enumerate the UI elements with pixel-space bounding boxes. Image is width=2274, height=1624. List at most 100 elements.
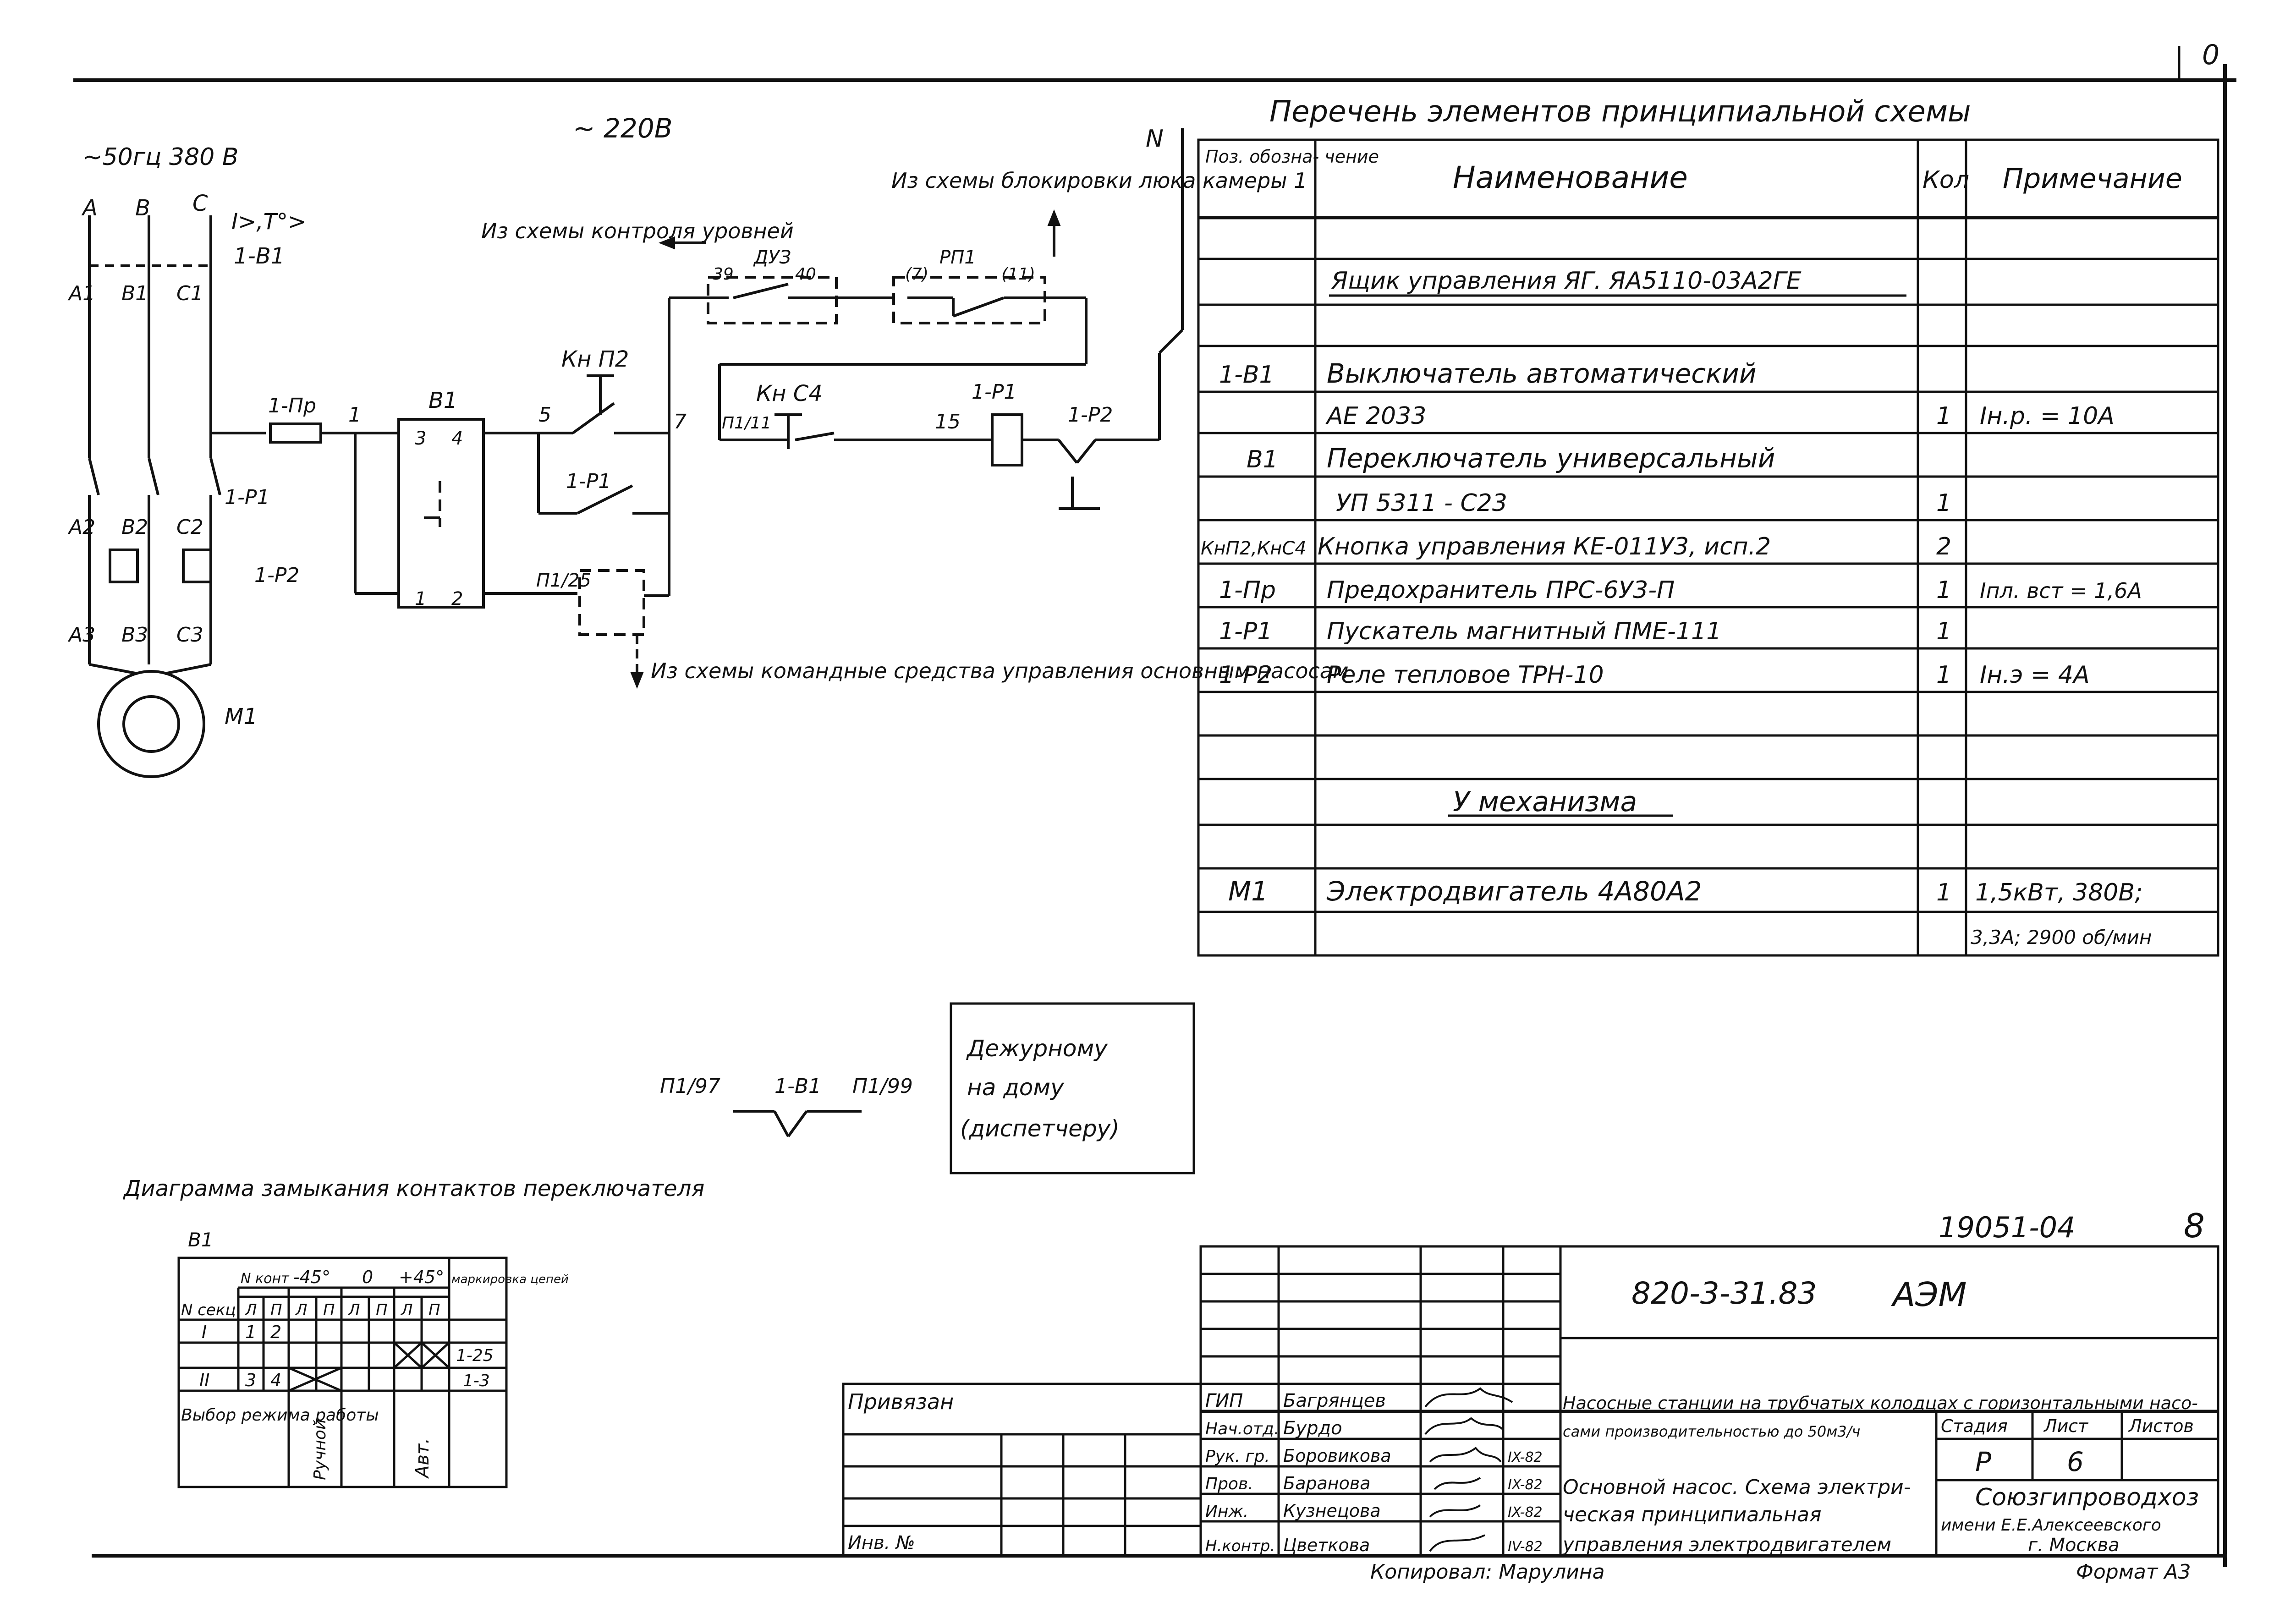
elements-row-7-pos: 1-Р1 (1219, 618, 1272, 645)
elements-header-note: Примечание (2003, 163, 2182, 195)
button-start-label: Кн С4 (756, 381, 823, 406)
title-date-4: IX-82 (1508, 1477, 1543, 1493)
switch-mode-manual: Ручной (311, 1419, 330, 1480)
elements-header-qty: Кол (1922, 166, 1969, 194)
switch-lp-4: П (323, 1301, 335, 1319)
title-org-3: г. Москва (2028, 1535, 2120, 1556)
switch-diagram-grid (177, 1256, 508, 1488)
control-circuit (354, 128, 1184, 689)
title-org-1: Союзгипроводхоз (1975, 1484, 2199, 1511)
disp-box-line1: Дежурному (966, 1035, 1108, 1062)
switch-hdr-sec: N секц (181, 1301, 236, 1319)
format-label: Формат А3 (2076, 1560, 2191, 1584)
rp1-label: РП1 (939, 247, 976, 268)
phase-c: С (192, 191, 208, 216)
switch-lp-7: Л (400, 1301, 413, 1319)
title-sheet: 6 (2067, 1446, 2084, 1477)
elements-row-8-note: Iн.э = 4А (1980, 661, 2090, 689)
title-role-6: Н.контр. (1205, 1537, 1275, 1555)
breaker-pole-a: А1 (67, 282, 95, 305)
elements-row-2-qty: 1 (1936, 402, 1951, 430)
elements-header-name: Наименование (1453, 160, 1688, 195)
elements-group-box: Ящик управления ЯГ. ЯА5110-03А2ГЕ (1331, 267, 1802, 295)
coil-label: 1-Р1 (972, 380, 1016, 404)
switch-angle-neg: -45° (293, 1267, 330, 1287)
elements-row-6-name: Предохранитель ПРС-6У3-П (1327, 576, 1675, 604)
elements-row-6-pos: 1-Пр (1219, 576, 1276, 604)
elements-list-title: Перечень элементов принципиальной схемы (1269, 95, 1971, 129)
switch-hdr-cont: N конт (241, 1271, 290, 1287)
title-stage-hdr: Стадия (1941, 1416, 2008, 1436)
switch-lp-8: П (428, 1301, 440, 1319)
title-sheet-title-1: Основной насос. Схема электри- (1563, 1476, 1911, 1499)
switch-lp-6: П (376, 1301, 388, 1319)
thermal-relay-label: 1-Р2 (254, 564, 299, 587)
switch-angle-zero: 0 (362, 1267, 373, 1287)
from-hatch-label: Из схемы блокировки люка камеры 1 (891, 168, 1307, 193)
duz-pin-40: 40 (795, 265, 816, 284)
node-1-label: 1 (348, 403, 361, 427)
elements-row-3-name: Переключатель универсальный (1327, 443, 1775, 474)
switch-row-1-c1: 1 (245, 1322, 256, 1342)
motor-pole-c: С3 (176, 623, 203, 647)
title-date-3: IX-82 (1508, 1449, 1543, 1465)
switch-row-2-mark: 1-3 (463, 1372, 490, 1390)
power-circuit (88, 215, 355, 778)
title-sheets-hdr: Листов (2128, 1416, 2194, 1436)
node-15-label: 15 (935, 410, 961, 433)
relay-pole-a: А2 (67, 516, 95, 539)
title-project-2: сами производительностью до 50м3/ч (1563, 1423, 1860, 1440)
duz-pin-39: 39 (713, 265, 734, 284)
elements-row-6-note: Iпл. вст = 1,6А (1980, 578, 2142, 603)
phase-a: А (81, 195, 98, 221)
duz-label: ДУЗ (753, 247, 791, 268)
elements-row-7-qty: 1 (1936, 618, 1951, 645)
switch-lp-3: Л (295, 1301, 308, 1319)
elements-row-3-pos: В1 (1247, 446, 1278, 473)
elements-group-mechanism: У механизма (1453, 786, 1637, 818)
disp-left-label: П1/97 (660, 1075, 720, 1098)
title-name-5: Кузнецова (1283, 1501, 1381, 1521)
elements-row-5-name: Кнопка управления КЕ-011У3, исп.2 (1318, 533, 1771, 560)
node-7-label: 7 (674, 410, 687, 433)
title-stage: Р (1975, 1446, 1991, 1477)
title-date-6: IV-82 (1508, 1539, 1543, 1555)
title-sheet-no: 8 (2184, 1207, 2205, 1245)
power-mid-label: ~ 220В (573, 113, 673, 144)
contact-thermal-label: 1-Р2 (1068, 403, 1113, 427)
title-role-4: Пров. (1205, 1475, 1253, 1493)
switch-row-1-mark: 1-25 (456, 1346, 494, 1365)
title-inv: Инв. № (848, 1532, 915, 1553)
title-org-2: имени Е.Е.Алексеевского (1941, 1516, 2161, 1535)
elements-row-5-qty: 2 (1936, 533, 1951, 560)
elements-row-8-qty: 1 (1936, 661, 1951, 689)
switch-mode-label: Выбор режима работы (181, 1406, 379, 1425)
disp-right-label: П1/99 (852, 1075, 913, 1098)
title-sheet-title-2: ческая принципиальная (1563, 1503, 1821, 1526)
title-name-1: Багрянцев (1283, 1390, 1386, 1411)
switch-row-1-c2: 2 (270, 1322, 281, 1342)
switch-pin-3: 3 (415, 428, 426, 449)
relay-pole-b: В2 (121, 516, 148, 539)
dispatcher-contact (733, 1002, 1195, 1174)
breaker-id-label: 1-В1 (234, 243, 285, 269)
title-date-5: IX-82 (1508, 1504, 1543, 1520)
power-left-label: ~50гц 380 В (82, 143, 238, 171)
relay-pole-c: С2 (176, 516, 203, 539)
title-name-2: Бурдо (1283, 1418, 1342, 1439)
rp1-pin-11: (11) (1001, 265, 1035, 284)
elements-row-4-qty: 1 (1936, 489, 1951, 517)
elements-row-8-name: Реле тепловое ТРН-10 (1327, 661, 1604, 689)
elements-row-2-name: АЕ 2033 (1325, 402, 1426, 430)
switch-row-2-sec: II (199, 1370, 209, 1390)
motor-label: М1 (225, 704, 258, 730)
elements-row-1-name: Выключатель автоматический (1327, 358, 1757, 389)
corner-mark: 0 (2202, 39, 2219, 71)
title-sheet-hdr: Лист (2043, 1416, 2089, 1436)
switch-row-2-c1: 3 (245, 1370, 256, 1390)
title-block-grid (842, 1245, 2219, 1557)
title-name-4: Баранова (1283, 1473, 1371, 1493)
switch-pin-1: 1 (415, 588, 426, 609)
elements-row-8-pos: 1-Р2 (1219, 661, 1272, 689)
disp-box-line2: на дому (967, 1074, 1065, 1101)
